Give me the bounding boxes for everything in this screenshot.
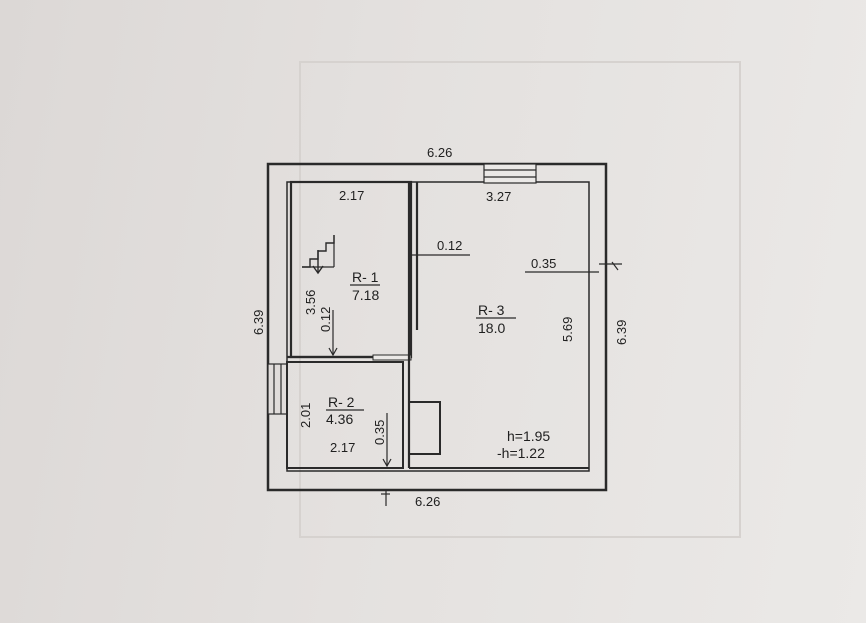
background-ghost-frame xyxy=(299,61,741,538)
dim-room2-width: 2.17 xyxy=(330,440,355,455)
dim-right-overall: 6.39 xyxy=(614,320,629,345)
dim-partition-r1-r3: 0.12 xyxy=(437,238,462,253)
dim-room3-length: 5.69 xyxy=(560,317,575,342)
room-1-area: 7.18 xyxy=(352,287,379,303)
room-3-area: 18.0 xyxy=(478,320,505,336)
room-3-label: R- 3 xyxy=(478,302,505,318)
dim-room1-width: 2.17 xyxy=(339,188,364,203)
room-1-walls xyxy=(289,180,413,359)
room-3-walls xyxy=(407,182,589,469)
height-neg-h: -h=1.22 xyxy=(497,445,545,461)
partition-r1-r2 xyxy=(287,354,412,361)
dim-room1-partition: 0.12 xyxy=(318,307,333,332)
dim-room3-width: 3.27 xyxy=(486,189,511,204)
stove xyxy=(409,401,441,455)
height-h: h=1.95 xyxy=(507,428,550,444)
dim-room1-length: 3.56 xyxy=(303,290,318,315)
top-window xyxy=(483,163,537,184)
dim-room2-offset: 0.35 xyxy=(372,420,387,445)
dimension-lines xyxy=(328,254,622,506)
left-window xyxy=(267,363,288,415)
dim-left-overall: 6.39 xyxy=(251,310,266,335)
staircase xyxy=(302,235,335,275)
dim-top-overall: 6.26 xyxy=(427,145,452,160)
dim-room3-wall: 0.35 xyxy=(531,256,556,271)
dim-room2-length: 2.01 xyxy=(298,403,313,428)
room-2-area: 4.36 xyxy=(326,411,353,427)
room-2-label: R- 2 xyxy=(328,394,355,410)
room-2-walls xyxy=(286,361,404,469)
outer-walls xyxy=(266,162,608,492)
dim-bottom-overall: 6.26 xyxy=(415,494,440,509)
room-1-label: R- 1 xyxy=(352,269,379,285)
area-underlines xyxy=(326,284,516,411)
